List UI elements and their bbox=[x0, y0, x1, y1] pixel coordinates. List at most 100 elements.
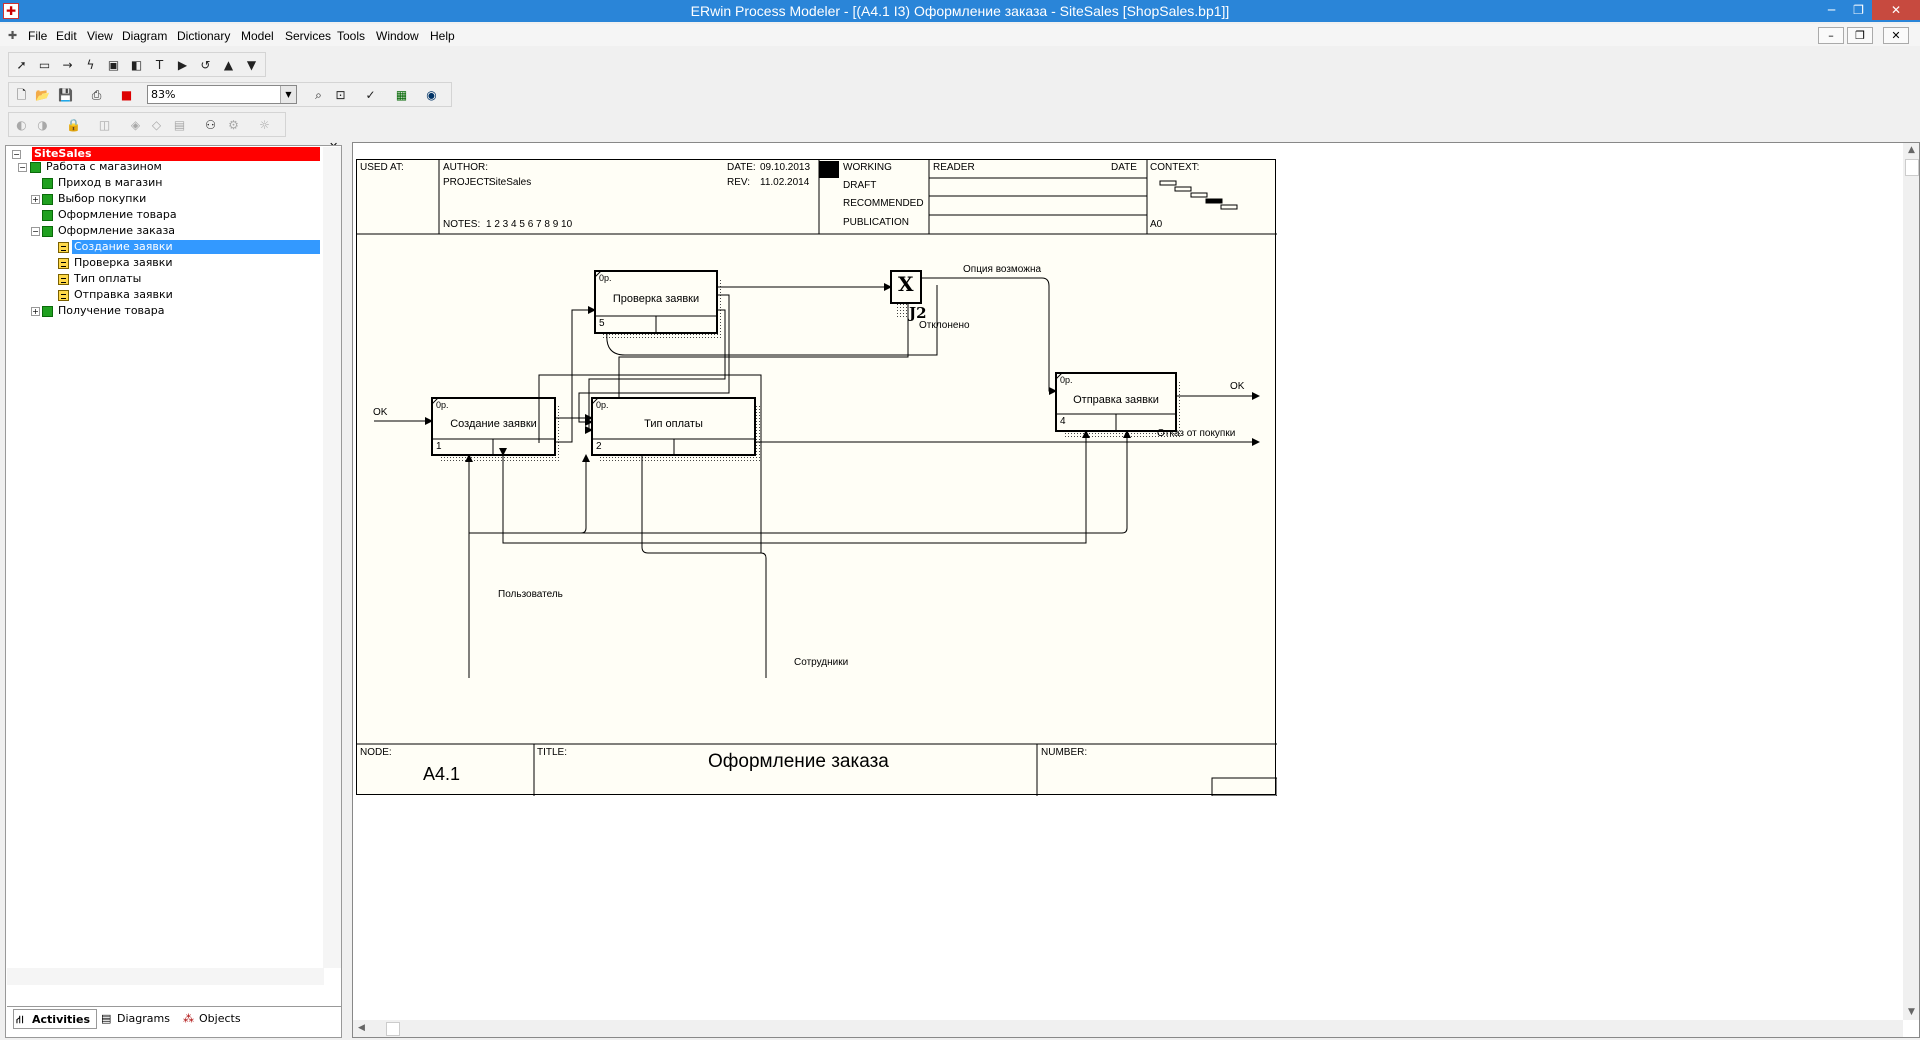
box-cost: 0р. bbox=[1060, 375, 1073, 385]
panel-splitter[interactable] bbox=[342, 145, 352, 1038]
zoom-value: 83% bbox=[151, 88, 176, 101]
menu-window[interactable]: Window bbox=[376, 29, 419, 43]
print-icon[interactable]: ⎙ bbox=[91, 88, 102, 102]
menu-edit[interactable]: Edit bbox=[56, 29, 77, 43]
menu-diagram[interactable]: Diagram bbox=[122, 29, 168, 43]
canvas-horizontal-scrollbar[interactable]: ◀ bbox=[353, 1020, 1903, 1037]
activity-icon bbox=[42, 178, 53, 189]
activity-box-title[interactable]: Тип оплаты bbox=[644, 418, 703, 430]
pointer-tool-icon[interactable]: ➚ bbox=[16, 58, 27, 72]
menu-help[interactable]: Help bbox=[430, 29, 455, 43]
tree-item-selected[interactable]: Создание заявки bbox=[10, 240, 320, 254]
navigator-icon[interactable]: ◉ bbox=[426, 88, 437, 102]
box-number: 5 bbox=[599, 318, 605, 329]
arrow-label[interactable]: Отказ от покупки bbox=[1157, 428, 1236, 439]
canvas-vertical-scrollbar[interactable]: ▲ ▼ bbox=[1903, 143, 1919, 1020]
author-label: AUTHOR: bbox=[443, 162, 488, 173]
arrow-label[interactable]: Опция возможна bbox=[963, 264, 1042, 275]
menu-view[interactable]: View bbox=[87, 29, 113, 43]
collapse-toggle[interactable]: − bbox=[31, 227, 40, 236]
idef0-diagram-sheet: USED AT: AUTHOR: PROJECT: SiteSales DATE… bbox=[356, 159, 1277, 796]
menu-tools[interactable]: Tools bbox=[337, 29, 366, 43]
scroll-thumb[interactable] bbox=[1905, 159, 1919, 176]
activity-icon bbox=[42, 210, 53, 221]
activity-icon bbox=[58, 258, 69, 269]
app-icon: ✚ bbox=[3, 3, 19, 19]
activity-box-tool-icon[interactable]: ▭ bbox=[38, 58, 51, 72]
collapse-toggle[interactable]: − bbox=[12, 150, 21, 159]
expand-toggle[interactable]: + bbox=[31, 195, 40, 204]
arrow-tool-icon[interactable]: → bbox=[62, 58, 73, 72]
title-label: TITLE: bbox=[537, 747, 568, 758]
arrow-label[interactable]: Сотрудники bbox=[794, 657, 849, 668]
expand-toggle[interactable]: + bbox=[31, 307, 40, 316]
menu-file[interactable]: File bbox=[28, 29, 48, 43]
tab-diagrams[interactable]: ▤Diagrams bbox=[101, 1012, 170, 1025]
tree-root[interactable]: − SiteSales bbox=[10, 147, 320, 161]
used-at-label: USED AT: bbox=[360, 162, 404, 173]
split-icon: ◇ bbox=[151, 118, 162, 132]
collapse-toggle[interactable]: − bbox=[18, 163, 27, 172]
mdi-restore-button[interactable]: ❐ bbox=[1847, 27, 1873, 44]
model-explorer-icon[interactable]: ▦ bbox=[395, 88, 408, 102]
note-tool-icon[interactable]: ◧ bbox=[130, 58, 143, 72]
text-tool-icon[interactable]: T bbox=[155, 58, 164, 72]
diagram-drawing bbox=[357, 160, 1277, 796]
arrow-label[interactable]: OK bbox=[373, 407, 388, 418]
squiggle-tool-icon[interactable]: ϟ bbox=[86, 58, 95, 72]
menu-model[interactable]: Model bbox=[241, 29, 274, 43]
junction-symbol[interactable]: X bbox=[898, 272, 914, 296]
activity-box-title[interactable]: Создание заявки bbox=[450, 418, 537, 430]
new-file-icon[interactable]: 🗋 bbox=[16, 88, 27, 102]
decompose-tool-icon[interactable]: ▶ bbox=[177, 58, 188, 72]
color-palette-icon[interactable]: ■ bbox=[120, 88, 133, 102]
menu-dictionary[interactable]: Dictionary bbox=[177, 29, 231, 43]
box-cost: 0р. bbox=[436, 400, 449, 410]
zoom-icon[interactable]: ⌕ bbox=[315, 88, 322, 102]
scroll-left-icon[interactable]: ◀ bbox=[358, 1023, 365, 1033]
open-file-icon[interactable]: 📂 bbox=[35, 88, 50, 102]
minimize-button[interactable]: ─ bbox=[1827, 3, 1836, 17]
box-number: 1 bbox=[436, 441, 442, 452]
activity-icon bbox=[58, 274, 69, 285]
arrow-label[interactable]: OK bbox=[1230, 381, 1245, 392]
down-tool-icon[interactable]: ▼ bbox=[246, 58, 257, 72]
spellcheck-icon[interactable]: ✓ bbox=[365, 88, 376, 102]
arrow-label[interactable]: Отклонено bbox=[919, 320, 970, 331]
maximize-button[interactable]: ❐ bbox=[1853, 3, 1864, 17]
activity-box-title[interactable]: Отправка заявки bbox=[1073, 394, 1159, 406]
scroll-down-icon[interactable]: ▼ bbox=[1908, 1007, 1915, 1017]
activity-icon bbox=[58, 242, 69, 253]
scroll-thumb[interactable] bbox=[386, 1022, 400, 1036]
save-icon[interactable]: 💾 bbox=[58, 88, 73, 102]
activity-icon bbox=[42, 306, 53, 317]
tab-activities[interactable]: ⛙Activities bbox=[13, 1009, 97, 1029]
number-label: NUMBER: bbox=[1041, 747, 1088, 758]
up-tool-icon[interactable]: ▲ bbox=[223, 58, 234, 72]
junction-label: J2 bbox=[909, 304, 927, 322]
diagram-canvas[interactable]: USED AT: AUTHOR: PROJECT: SiteSales DATE… bbox=[352, 142, 1920, 1038]
zoom-fit-icon[interactable]: ⊡ bbox=[335, 88, 346, 102]
tab-objects[interactable]: ⁂Objects bbox=[183, 1012, 241, 1025]
close-button[interactable]: ✕ bbox=[1872, 0, 1920, 20]
document-icon[interactable]: ✚ bbox=[8, 29, 18, 42]
chevron-down-icon[interactable]: ▼ bbox=[280, 86, 296, 103]
context-label: CONTEXT: bbox=[1150, 162, 1200, 173]
tree-vertical-scrollbar[interactable] bbox=[323, 147, 341, 968]
activity-icon bbox=[42, 226, 53, 237]
users-icon[interactable]: ⚇ bbox=[205, 118, 216, 132]
tree-horizontal-scrollbar[interactable] bbox=[7, 968, 324, 985]
mdi-minimize-button[interactable]: – bbox=[1818, 27, 1844, 44]
menu-services[interactable]: Services bbox=[285, 29, 332, 43]
undo-tool-icon[interactable]: ↺ bbox=[200, 58, 211, 72]
scroll-up-icon[interactable]: ▲ bbox=[1908, 145, 1915, 155]
zoom-select[interactable]: 83% ▼ bbox=[147, 85, 297, 104]
rev-label: REV: bbox=[727, 177, 750, 188]
mdi-close-button[interactable]: ✕ bbox=[1883, 27, 1909, 44]
arrow-label[interactable]: Пользователь bbox=[498, 589, 563, 600]
drawing-toolbar: ➚ ▭ → ϟ ▣ ◧ T ▶ ↺ ▲ ▼ bbox=[8, 52, 266, 77]
model-mart-toolbar: ◐ ◑ 🔒 ◫ ◈ ◇ ▤ ⚇ ⚙ ☼ bbox=[8, 112, 286, 137]
activity-box-title[interactable]: Проверка заявки bbox=[612, 293, 700, 305]
reference-tool-icon[interactable]: ▣ bbox=[107, 58, 120, 72]
context-node: A0 bbox=[1150, 219, 1163, 230]
